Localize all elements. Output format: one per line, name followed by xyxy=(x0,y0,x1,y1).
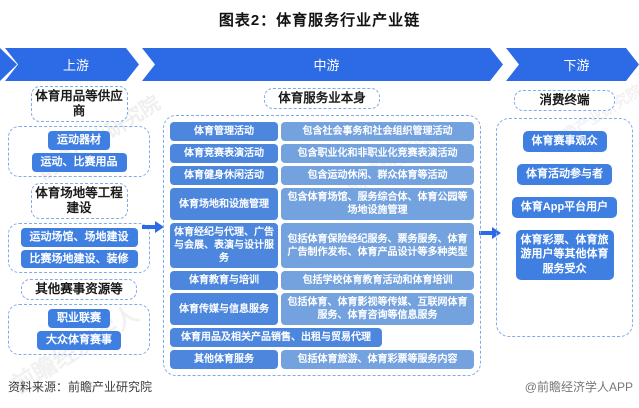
credit-note: @前瞻经济学人APP xyxy=(524,380,633,394)
downstream-header: 消费终端 xyxy=(514,90,615,111)
stage-midstream: 中游 xyxy=(142,48,503,81)
downstream-panel: 体育赛事观众 体育活动参与者 体育App平台用户 体育彩票、体育旅游用户等其他体… xyxy=(496,118,633,338)
downstream-item: 体育活动参与者 xyxy=(517,163,612,185)
upstream-group-header: 体育用品等供应商 xyxy=(30,86,128,122)
midstream-row: 体育传媒与信息服务 包括体育、体育影视等传媒、互联网体育服务、体育咨询等信息服务 xyxy=(170,293,474,325)
upstream-group-header: 其他赛事资源等 xyxy=(21,279,137,301)
upstream-group: 职业联赛 大众体育赛事 xyxy=(8,304,150,356)
downstream-item: 体育彩票、体育旅游用户等其他体育服务受众 xyxy=(515,229,614,281)
upstream-item: 比赛场地建设、装修 xyxy=(20,249,138,269)
stage-band: 上游 中游 下游 xyxy=(0,48,639,81)
midstream-description: 包含运动休闲、群众体育等活动 xyxy=(281,166,474,185)
midstream-row: 体育管理活动 包含社会事务和社会组织管理活动 xyxy=(170,122,474,141)
upstream-item: 运动场馆、场地建设 xyxy=(20,227,138,247)
upstream-column: 体育用品等供应商 运动器材 运动、比赛用品 体育场地等工程建设 运动场馆、场地建… xyxy=(8,86,150,356)
downstream-item: 体育赛事观众 xyxy=(522,131,607,152)
midstream-description: 包含社会事务和社会组织管理活动 xyxy=(281,122,474,141)
midstream-category: 体育教育与培训 xyxy=(170,271,278,290)
midstream-column: 体育服务业本身 体育管理活动 包含社会事务和社会组织管理活动 体育竞赛表演活动 … xyxy=(163,88,481,376)
midstream-description: 包含职业化和非职业化竞赛表演活动 xyxy=(281,144,474,163)
midstream-description: 包括体育旅游、体育彩票等服务内容 xyxy=(281,350,474,369)
midstream-category: 体育竞赛表演活动 xyxy=(170,144,278,163)
arrow-upstream-to-midstream-icon xyxy=(142,221,164,233)
downstream-item: 体育App平台用户 xyxy=(511,196,618,218)
midstream-row: 体育经纪与代理、广告与会展、表演与设计服务 包括体育保险经纪服务、票务服务、体育… xyxy=(170,223,474,268)
midstream-wide-item: 体育用品及相关产品销售、出租与贸易代理 xyxy=(170,328,382,347)
midstream-category: 体育场地和设施管理 xyxy=(170,188,278,220)
downstream-column: 消费终端 体育赛事观众 体育活动参与者 体育App平台用户 体育彩票、体育旅游用… xyxy=(496,90,633,338)
midstream-category: 体育经纪与代理、广告与会展、表演与设计服务 xyxy=(170,223,278,268)
stage-upstream: 上游 xyxy=(5,48,139,81)
midstream-row: 体育健身休闲活动 包含运动休闲、群众体育等活动 xyxy=(170,166,474,185)
stage-downstream-label: 下游 xyxy=(563,58,590,73)
midstream-row: 其他体育服务 包括体育旅游、体育彩票等服务内容 xyxy=(170,350,474,369)
midstream-description: 包括体育、体育影视等传媒、互联网体育服务、体育咨询等信息服务 xyxy=(281,293,474,325)
upstream-group-header: 体育场地等工程建设 xyxy=(30,182,128,219)
midstream-category: 体育传媒与信息服务 xyxy=(170,293,278,325)
upstream-group: 运动场馆、场地建设 比赛场地建设、装修 xyxy=(8,222,150,274)
midstream-panel: 体育管理活动 包含社会事务和社会组织管理活动 体育竞赛表演活动 包含职业化和非职… xyxy=(163,115,481,376)
midstream-category: 体育管理活动 xyxy=(170,122,278,141)
midstream-category: 体育健身休闲活动 xyxy=(170,166,278,185)
source-note: 资料来源：前瞻产业研究院 xyxy=(8,380,153,394)
upstream-group: 运动器材 运动、比赛用品 xyxy=(8,126,150,177)
upstream-item: 运动、比赛用品 xyxy=(31,152,127,172)
upstream-item: 运动器材 xyxy=(48,131,110,150)
stage-upstream-label: 上游 xyxy=(62,58,89,73)
midstream-header: 体育服务业本身 xyxy=(264,88,380,109)
midstream-row: 体育教育与培训 包括学校体育教育活动和体育培训 xyxy=(170,271,474,290)
page-title: 图表2：体育服务行业产业链 xyxy=(218,12,421,29)
midstream-description: 包括学校体育教育活动和体育培训 xyxy=(281,271,474,290)
stage-downstream: 下游 xyxy=(506,48,639,81)
midstream-row: 体育竞赛表演活动 包含职业化和非职业化竞赛表演活动 xyxy=(170,144,474,163)
upstream-item: 职业联赛 xyxy=(48,309,110,329)
upstream-item: 大众体育赛事 xyxy=(37,331,121,351)
midstream-description: 包含体育场馆、服务综合体、体育公园等场地设施管理 xyxy=(281,188,474,220)
midstream-row: 体育场地和设施管理 包含体育场馆、服务综合体、体育公园等场地设施管理 xyxy=(170,188,474,220)
stage-midstream-label: 中游 xyxy=(313,58,340,73)
midstream-category: 其他体育服务 xyxy=(170,350,278,369)
midstream-description: 包括体育保险经纪服务、票务服务、体育广告制作发布、体育产品设计等多种类型 xyxy=(281,223,474,268)
